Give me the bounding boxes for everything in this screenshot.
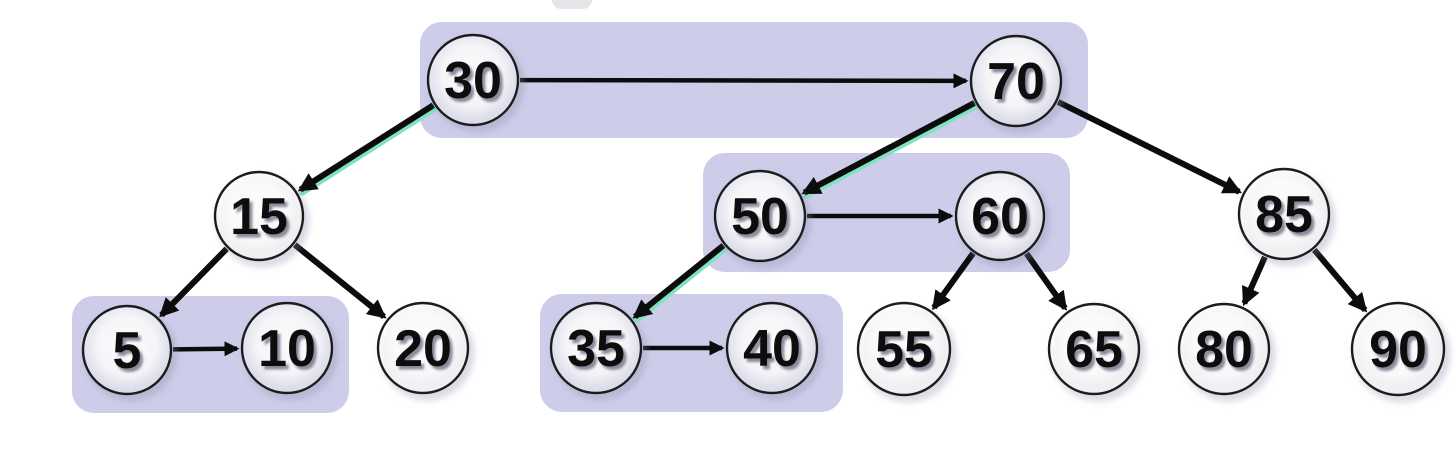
edge-15-20 <box>292 242 387 319</box>
tree-node-label-90: 90 <box>1369 321 1427 379</box>
edge-85-80 <box>1241 255 1268 307</box>
edge-30-70 <box>519 73 969 89</box>
tree-node-50: 50 <box>713 169 807 263</box>
tree-node-label-30: 30 <box>444 52 502 110</box>
tree-node-circle-35 <box>549 301 643 395</box>
tree-node-circle-30 <box>426 33 520 127</box>
tree-node-circle-10 <box>240 301 334 395</box>
tree-node-label-70: 70 <box>987 53 1045 111</box>
tree-node-90: 90 <box>1350 301 1446 397</box>
tree-node-circle-85 <box>1237 167 1331 261</box>
tree-node-55: 55 <box>856 301 952 397</box>
edge-70-85 <box>1056 99 1243 195</box>
tree-node-40: 40 <box>725 301 819 395</box>
tree-node-10: 10 <box>240 301 334 395</box>
tree-node-label-85: 85 <box>1255 186 1313 244</box>
edge-30-15 <box>297 102 435 193</box>
tree-node-label-5: 5 <box>113 322 142 380</box>
edge-15-5 <box>159 246 229 318</box>
tree-node-label-15: 15 <box>230 188 288 246</box>
tree-node-circle-60 <box>954 170 1046 262</box>
tree-node-20: 20 <box>376 301 470 395</box>
tree-node-30: 30 <box>426 33 520 127</box>
tree-node-65: 65 <box>1047 302 1141 396</box>
edge-5-10 <box>172 341 240 357</box>
edge-60-65 <box>1024 251 1068 311</box>
tree-node-label-20: 20 <box>394 320 452 378</box>
tree-node-circle-70 <box>969 34 1063 128</box>
tree-node-label-65: 65 <box>1065 321 1123 379</box>
tree-node-label-60: 60 <box>971 188 1029 246</box>
edge-60-55 <box>931 251 976 311</box>
tree-node-circle-65 <box>1047 302 1141 396</box>
tree-node-circle-50 <box>713 169 807 263</box>
tree-node-80: 80 <box>1177 302 1271 396</box>
tree-node-label-10: 10 <box>258 320 316 378</box>
tree-node-circle-55 <box>856 301 952 397</box>
tree-node-60: 60 <box>954 170 1046 262</box>
edge-50-35 <box>632 243 726 319</box>
tree-node-label-40: 40 <box>743 320 801 378</box>
tree-node-35: 35 <box>549 301 643 395</box>
tree-node-label-50: 50 <box>731 188 789 246</box>
tree-node-85: 85 <box>1237 167 1331 261</box>
edge-70-50 <box>801 100 976 196</box>
tree-node-15: 15 <box>213 170 305 262</box>
edge-accent-70-50 <box>802 103 980 199</box>
tree-node-5: 5 <box>81 304 173 396</box>
slide-artifact <box>552 0 592 9</box>
edge-accent-30-15 <box>299 105 439 196</box>
tree-node-circle-15 <box>213 170 305 262</box>
tree-node-circle-90 <box>1350 301 1446 397</box>
edge-85-90 <box>1312 247 1368 313</box>
tree-node-circle-5 <box>81 304 173 396</box>
tree-node-label-35: 35 <box>567 320 625 378</box>
tree-node-circle-40 <box>725 301 819 395</box>
tree-node-label-55: 55 <box>875 321 933 379</box>
tree-node-circle-80 <box>1177 302 1271 396</box>
tree-node-circle-20 <box>376 301 470 395</box>
tree-node-70: 70 <box>969 34 1063 128</box>
tree-node-label-80: 80 <box>1195 321 1253 379</box>
